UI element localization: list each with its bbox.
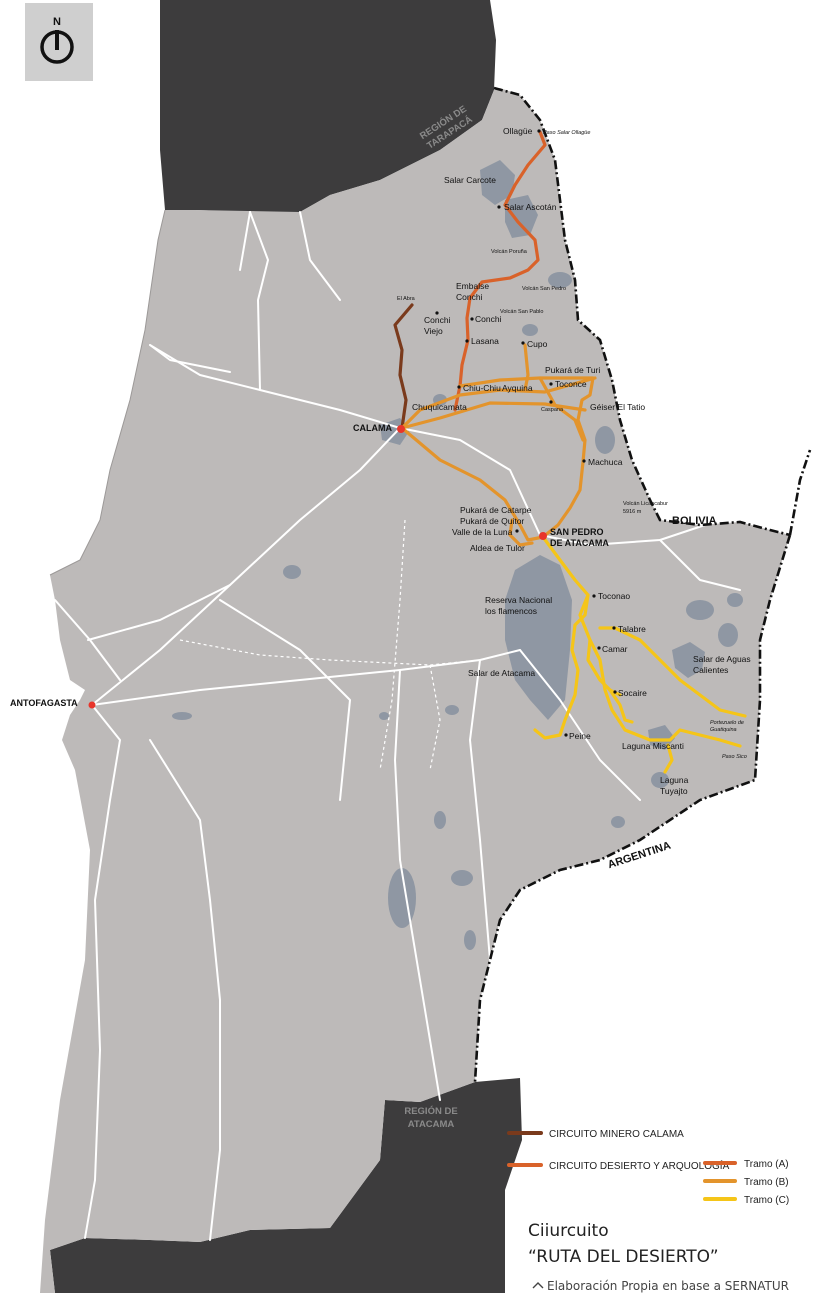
- svg-text:Reserva Nacional: Reserva Nacional: [485, 595, 552, 605]
- svg-text:Ayquina: Ayquina: [502, 383, 533, 393]
- svg-text:Caspana: Caspana: [541, 407, 564, 413]
- svg-text:Peine: Peine: [569, 731, 591, 741]
- svg-text:Socaire: Socaire: [618, 688, 647, 698]
- svg-text:Cupo: Cupo: [527, 339, 548, 349]
- svg-text:El Abra: El Abra: [397, 296, 416, 302]
- svg-text:Chiu-Chiu: Chiu-Chiu: [463, 383, 501, 393]
- source-note: Elaboración Propia en base a SERNATUR: [547, 1279, 789, 1293]
- svg-text:Lasana: Lasana: [471, 336, 499, 346]
- place-labels: Ollagüe Paso Salar Ollagüe Salar Carcote…: [397, 126, 751, 796]
- dashed-tracks: [179, 519, 481, 771]
- svg-text:Géiser El Tatio: Géiser El Tatio: [590, 402, 645, 412]
- svg-text:Salar de Aguas: Salar de Aguas: [693, 654, 751, 664]
- caret-up-icon: [532, 1282, 544, 1289]
- antofagasta-label: ANTOFAGASTA: [10, 698, 78, 708]
- map-title-line1: Ciiurcuito: [528, 1221, 609, 1241]
- legend: CIRCUITO MINERO CALAMA CIRCUITO DESIERTO…: [507, 1129, 789, 1206]
- salar-ascotan-shape: [505, 195, 538, 238]
- svg-text:Laguna Miscanti: Laguna Miscanti: [622, 741, 684, 751]
- bolivia-border: [493, 86, 791, 537]
- svg-text:Salar Ascotán: Salar Ascotán: [504, 202, 557, 212]
- svg-text:Pukará de Catarpe: Pukará de Catarpe: [460, 505, 532, 515]
- map-title-line2: “RUTA DEL DESIERTO”: [528, 1247, 719, 1267]
- svg-text:5916 m: 5916 m: [623, 509, 642, 515]
- legend-label-tramo-a: Tramo (A): [744, 1159, 789, 1170]
- svg-text:Paso Salar Ollagüe: Paso Salar Ollagüe: [543, 130, 590, 136]
- tramo-b-route: [400, 343, 597, 547]
- international-borders: [473, 86, 812, 1083]
- svg-text:Laguna: Laguna: [660, 775, 689, 785]
- svg-text:Conchi: Conchi: [475, 314, 502, 324]
- north-compass: N: [25, 3, 93, 81]
- svg-text:Camar: Camar: [602, 644, 628, 654]
- tramo-a-route: [453, 130, 547, 412]
- svg-text:Tuyajto: Tuyajto: [660, 786, 688, 796]
- coastline: [49, 209, 166, 576]
- svg-text:Ollagüe: Ollagüe: [503, 126, 533, 136]
- legend-label-minero: CIRCUITO MINERO CALAMA: [549, 1129, 684, 1140]
- calama-marker: [397, 425, 405, 433]
- svg-text:Volcán Licancabur: Volcán Licancabur: [623, 501, 668, 507]
- svg-text:Viejo: Viejo: [424, 326, 443, 336]
- svg-text:Machuca: Machuca: [588, 457, 623, 467]
- san-pedro-marker: [539, 532, 547, 540]
- svg-text:ATACAMA: ATACAMA: [408, 1119, 455, 1130]
- atacama-label: REGIÓN DE ATACAMA: [404, 1105, 457, 1130]
- antofagasta-region-land: [40, 88, 790, 1293]
- tarapaca-region: [160, 0, 496, 212]
- svg-text:Chuquicamata: Chuquicamata: [412, 402, 467, 412]
- svg-text:Pukará de Turi: Pukará de Turi: [545, 365, 600, 375]
- svg-text:los flamencos: los flamencos: [485, 606, 537, 616]
- bolivia-border-ext: [788, 449, 812, 536]
- svg-text:Valle de la Luna: Valle de la Luna: [452, 527, 513, 537]
- svg-text:Toconce: Toconce: [555, 379, 587, 389]
- svg-text:REGIÓN DE: REGIÓN DE: [404, 1105, 457, 1117]
- place-dots: [435, 129, 617, 737]
- svg-text:Paso Sico: Paso Sico: [722, 754, 747, 760]
- bolivia-label: BOLIVIA: [672, 515, 717, 527]
- svg-text:Aldea de Tulor: Aldea de Tulor: [470, 543, 525, 553]
- svg-text:Talabre: Talabre: [618, 624, 646, 634]
- san-pedro-label-1: SAN PEDRO: [550, 527, 604, 537]
- svg-text:Guatiquina: Guatiquina: [710, 727, 737, 733]
- legend-label-tramo-b: Tramo (B): [744, 1177, 789, 1188]
- salar-carcote-shape: [480, 160, 515, 205]
- antofagasta-marker: [88, 701, 96, 709]
- salar-aguas-calientes-shape: [672, 642, 705, 678]
- roads: [54, 211, 741, 1241]
- legend-label-tramo-c: Tramo (C): [744, 1195, 789, 1206]
- svg-text:Volcán San Pedro: Volcán San Pedro: [522, 286, 566, 292]
- compass-label: N: [53, 16, 61, 28]
- salar-de-atacama-shape: [505, 555, 572, 720]
- svg-text:Salar de Atacama: Salar de Atacama: [468, 668, 535, 678]
- legend-label-desierto: CIRCUITO DESIERTO Y ARQUOLOGÍA: [549, 1159, 730, 1172]
- svg-text:Pukará de Quitor: Pukará de Quitor: [460, 516, 524, 526]
- svg-text:Embalse: Embalse: [456, 281, 489, 291]
- calama-label: CALAMA: [353, 423, 392, 433]
- circuito-minero-route: [393, 303, 414, 430]
- svg-text:Volcán Poruña: Volcán Poruña: [491, 249, 528, 255]
- san-pedro-label-2: DE ATACAMA: [550, 538, 609, 548]
- svg-text:Salar Carcote: Salar Carcote: [444, 175, 496, 185]
- svg-text:Conchi: Conchi: [456, 292, 483, 302]
- svg-text:Calientes: Calientes: [693, 665, 728, 675]
- svg-text:Conchi: Conchi: [424, 315, 451, 325]
- svg-text:Portezuelo de: Portezuelo de: [710, 720, 744, 726]
- svg-text:Toconao: Toconao: [598, 591, 630, 601]
- svg-text:Volcán San Pablo: Volcán San Pablo: [500, 309, 543, 315]
- atacama-region: [50, 1078, 522, 1293]
- tramo-c-route: [533, 535, 747, 774]
- argentina-border: [473, 534, 792, 1083]
